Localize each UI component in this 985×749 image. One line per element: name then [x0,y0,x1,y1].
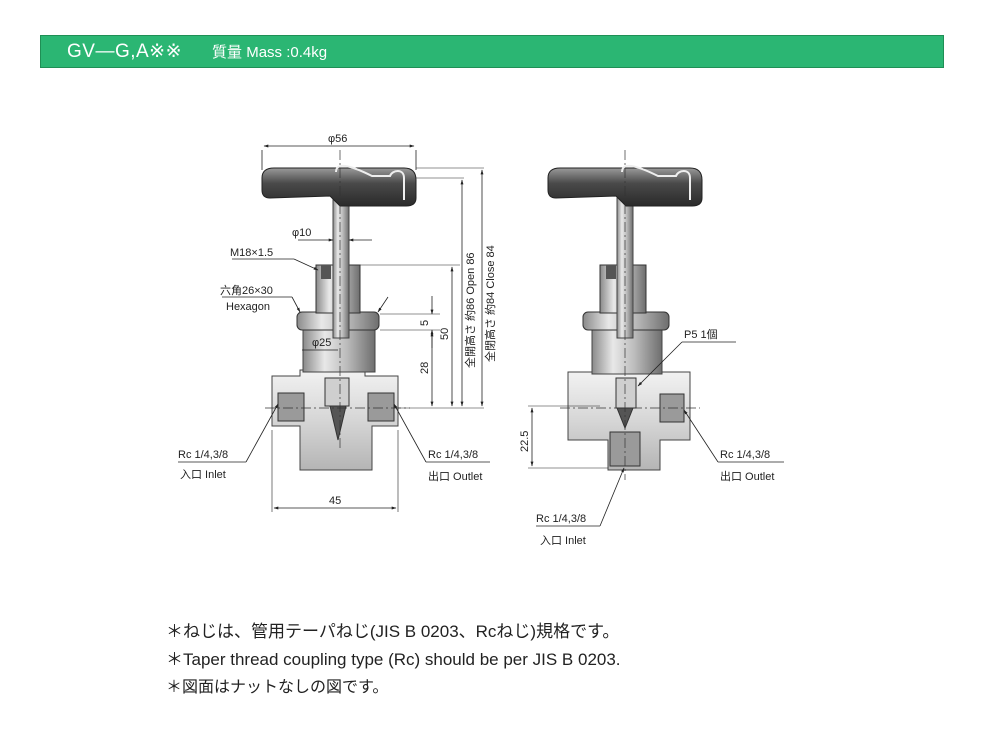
side-view: P5 1個 22.5 Rc 1/4,3/8 出口 Outlet Rc 1/4,3… [519,150,784,547]
dim-45: 45 [329,495,341,507]
label-m18: M18×1.5 [230,247,273,259]
rc-right: Rc 1/4,3/8 [720,449,770,461]
label-hex-jp: 六角26×30 [220,284,273,297]
note-no-nut: ＊図面はナットなしの図です。 [166,679,389,696]
label-p5: P5 1個 [684,328,718,341]
note-thread-jp: ＊ねじは、管用テーパねじ(JIS B 0203、Rcねじ)規格です。 [166,622,620,641]
dim-phi56: φ56 [328,133,347,145]
outlet-right: 出口 Outlet [720,469,774,483]
handwheel [261,167,417,207]
label-hex-en: Hexagon [226,301,270,313]
valve-drawing: φ56 φ10 M18×1.5 六角26×30 Hexagon φ25 5 28… [178,133,784,547]
dim-22-5: 22.5 [519,431,531,452]
dim-open: 全開高さ 約86 Open 86 [463,252,477,368]
inlet-port [277,392,305,422]
rc-left: Rc 1/4,3/8 [178,449,228,461]
front-view: φ56 φ10 M18×1.5 六角26×30 Hexagon φ25 5 28… [178,133,497,512]
inlet-bottom: 入口 Inlet [540,535,586,547]
outlet-port [367,392,395,422]
dim-5: 5 [419,320,431,326]
valve-stem [332,197,350,339]
dim-close: 全閉高さ 約84 Close 84 [483,245,497,362]
rc-mid: Rc 1/4,3/8 [428,449,478,461]
dim-phi10: φ10 [292,227,311,239]
inlet-left: 入口 Inlet [180,469,226,481]
dim-28: 28 [419,362,431,374]
title-bar: GV—G,A※※ 質量 Mass :0.4kg [40,35,944,68]
dim-phi25: φ25 [312,337,331,349]
rc-bottom: Rc 1/4,3/8 [536,513,586,525]
model-name: GV—G,A※※ [67,41,183,62]
mass-label: 質量 Mass :0.4kg [212,44,328,61]
note-thread-en: ＊Taper thread coupling type (Rc) should … [166,650,621,669]
outlet-mid: 出口 Outlet [428,469,482,483]
dim-50: 50 [439,328,451,340]
notes: ＊ねじは、管用テーパねじ(JIS B 0203、Rcねじ)規格です。 ＊Tape… [166,618,621,702]
